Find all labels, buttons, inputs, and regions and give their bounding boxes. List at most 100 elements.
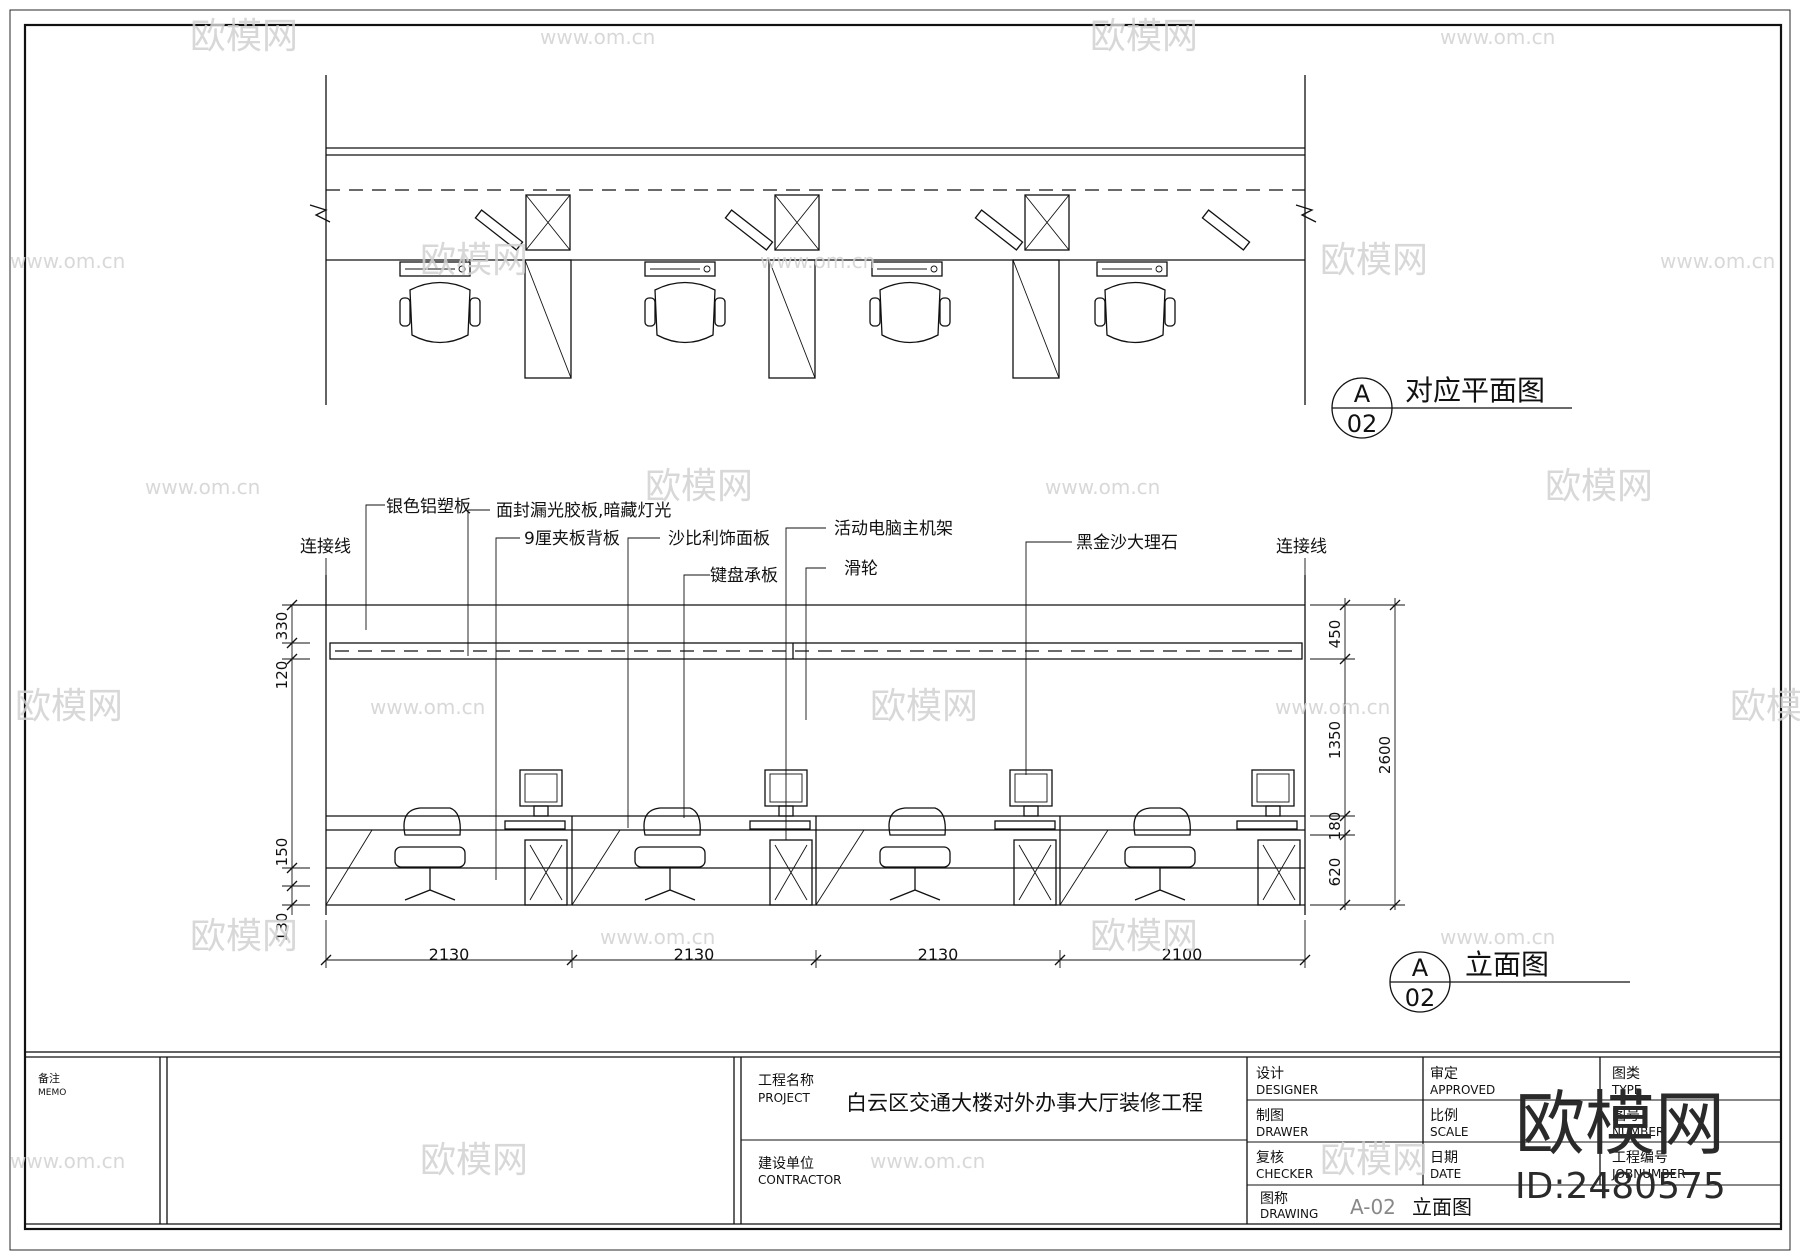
callout-connect-line-left: 连接线 [300, 537, 351, 557]
sheet-outer-border [9, 9, 1791, 1251]
title-block: 备注 MEMO 工程名称 PROJECT 白云区交通大楼对外办事大厅装修工程 建… [24, 1051, 1782, 1230]
watermark-logo-large: 欧模网 [1515, 1083, 1725, 1165]
callout-black-gold-marble: 黑金沙大理石 [1076, 533, 1178, 553]
watermark-brand: 欧模网 [1320, 1140, 1428, 1181]
dim-bottom-1: 2130 [429, 945, 470, 964]
date-label-cn: 日期 [1430, 1150, 1458, 1166]
watermark-url: www.om.cn [145, 475, 260, 499]
dim-bottom-3: 2130 [918, 945, 959, 964]
dim-left-4: 130 [273, 913, 291, 942]
plan-pillars [524, 194, 1070, 379]
number-label-cn: 图号 [1612, 1108, 1640, 1124]
watermark-url: www.om.cn [870, 1149, 985, 1173]
contractor-label-en: CONTRACTOR [758, 1173, 841, 1187]
drawing-name: 立面图 [1412, 1195, 1472, 1219]
approved-label-cn: 审定 [1430, 1066, 1458, 1082]
plan-title: 对应平面图 [1405, 374, 1545, 407]
plan-chairs [399, 281, 1176, 344]
watermark-brand: 欧模网 [190, 916, 298, 957]
callout-leaders [325, 504, 1306, 880]
jobno-label-cn: 工程编号 [1612, 1150, 1668, 1166]
project-label-cn: 工程名称 [758, 1073, 814, 1089]
watermark-brand: 欧模网 [420, 1140, 528, 1181]
type-label-en: TYPE [1611, 1083, 1641, 1097]
watermark-brand: 欧模网 [420, 240, 528, 281]
drawer-label-en: DRAWER [1256, 1125, 1308, 1139]
workstation-1 [394, 769, 568, 906]
approved-label-en: APPROVED [1430, 1083, 1495, 1097]
watermark-url: www.om.cn [1440, 925, 1555, 949]
plan-monitors [474, 209, 1251, 251]
elevation-symbol-bottom: 02 [1405, 984, 1436, 1012]
drawing-label-en: DRAWING [1260, 1207, 1318, 1221]
dim-left-3: 150 [273, 838, 291, 867]
watermark-brand: 欧模网 [1545, 466, 1653, 507]
dimension-bottom: 2130 2130 2130 2100 [320, 920, 1311, 968]
watermark-brand: 欧模网 [190, 16, 298, 57]
designer-label-cn: 设计 [1256, 1066, 1284, 1082]
watermark-url: www.om.cn [540, 25, 655, 49]
watermark-brand: 欧模网 [1090, 916, 1198, 957]
watermark-url: www.om.cn [370, 695, 485, 719]
callout-mobile-host-rack: 活动电脑主机架 [834, 519, 953, 539]
callout-connect-line-right: 连接线 [1276, 537, 1327, 557]
dim-right-4: 620 [1326, 858, 1344, 887]
watermark-brand: 欧模网 [1090, 16, 1198, 57]
watermark-brand: 欧模网 [1320, 240, 1428, 281]
watermark-url: www.om.cn [760, 249, 875, 273]
project-label-en: PROJECT [758, 1091, 811, 1105]
scale-label-en: SCALE [1430, 1125, 1468, 1139]
callout-sapele-veneer: 沙比利饰面板 [668, 529, 770, 549]
dim-right-3: 180 [1326, 812, 1344, 841]
elevation-title: 立面图 [1465, 948, 1549, 981]
watermark-brand: 欧模网 [1730, 686, 1800, 727]
plan-keyboards [399, 261, 1168, 277]
memo-label-en: MEMO [38, 1088, 66, 1098]
jobno-label-en: JOBNUMBER [1611, 1167, 1685, 1181]
workstation-4 [1124, 769, 1301, 906]
date-label-en: DATE [1430, 1167, 1461, 1181]
watermarks: 欧模网 www.om.cn 欧模网 www.om.cn www.om.cn 欧模… [10, 16, 1800, 1181]
workstation-3 [879, 769, 1057, 906]
designer-label-en: DESIGNER [1256, 1083, 1318, 1097]
drawer-label-cn: 制图 [1256, 1108, 1284, 1124]
watermark-url: www.om.cn [10, 1149, 125, 1173]
contractor-label-cn: 建设单位 [758, 1156, 814, 1172]
drawing-label-cn: 图称 [1260, 1191, 1288, 1207]
elevation-view: 银色铝塑板 面封漏光胶板,暗藏灯光 9厘夹板背板 沙比利饰面板 键盘承板 活动电… [273, 497, 1630, 1013]
watermark-url: www.om.cn [10, 249, 125, 273]
watermark-url: www.om.cn [1660, 249, 1775, 273]
callout-plywood-backboard: 9厘夹板背板 [524, 529, 620, 549]
plan-symbol-top: A [1354, 380, 1371, 408]
watermark-url: www.om.cn [600, 925, 715, 949]
watermark-url: www.om.cn [1045, 475, 1160, 499]
plan-title-symbol: A 02 对应平面图 [1331, 374, 1572, 439]
type-label-cn: 图类 [1612, 1066, 1640, 1082]
callout-sealed-light-panel: 面封漏光胶板,暗藏灯光 [496, 501, 671, 521]
dim-total: 2600 [1376, 736, 1394, 774]
callout-silver-aluminum-panel: 银色铝塑板 [386, 497, 471, 517]
plan-view: A 02 对应平面图 [309, 75, 1572, 439]
dim-bottom-4: 2100 [1162, 945, 1203, 964]
dimension-right: 450 1350 180 620 2600 [1310, 598, 1405, 911]
checker-label-cn: 复核 [1256, 1149, 1284, 1166]
callout-keyboard-tray: 键盘承板 [710, 566, 778, 586]
drawing-number: A-02 [1350, 1195, 1396, 1219]
elevation-title-symbol: A 02 立面图 [1389, 948, 1630, 1013]
dim-right-2: 1350 [1326, 721, 1344, 759]
callout-pulley: 滑轮 [844, 559, 878, 579]
dim-left-1: 330 [273, 612, 291, 641]
dim-bottom-2: 2130 [674, 945, 715, 964]
watermark-url: www.om.cn [1275, 695, 1390, 719]
workstation-2 [634, 769, 813, 906]
dimension-left: 330 120 150 130 [273, 599, 310, 942]
dim-left-2: 120 [273, 661, 291, 690]
watermark-brand: 欧模网 [870, 686, 978, 727]
number-label-en: NUMBER [1612, 1125, 1664, 1139]
project-name: 白云区交通大楼对外办事大厅装修工程 [846, 1091, 1203, 1115]
elevation-symbol-top: A [1412, 954, 1429, 982]
watermark-brand: 欧模网 [15, 686, 123, 727]
watermark-url: www.om.cn [1440, 25, 1555, 49]
dim-right-1: 450 [1326, 620, 1344, 649]
